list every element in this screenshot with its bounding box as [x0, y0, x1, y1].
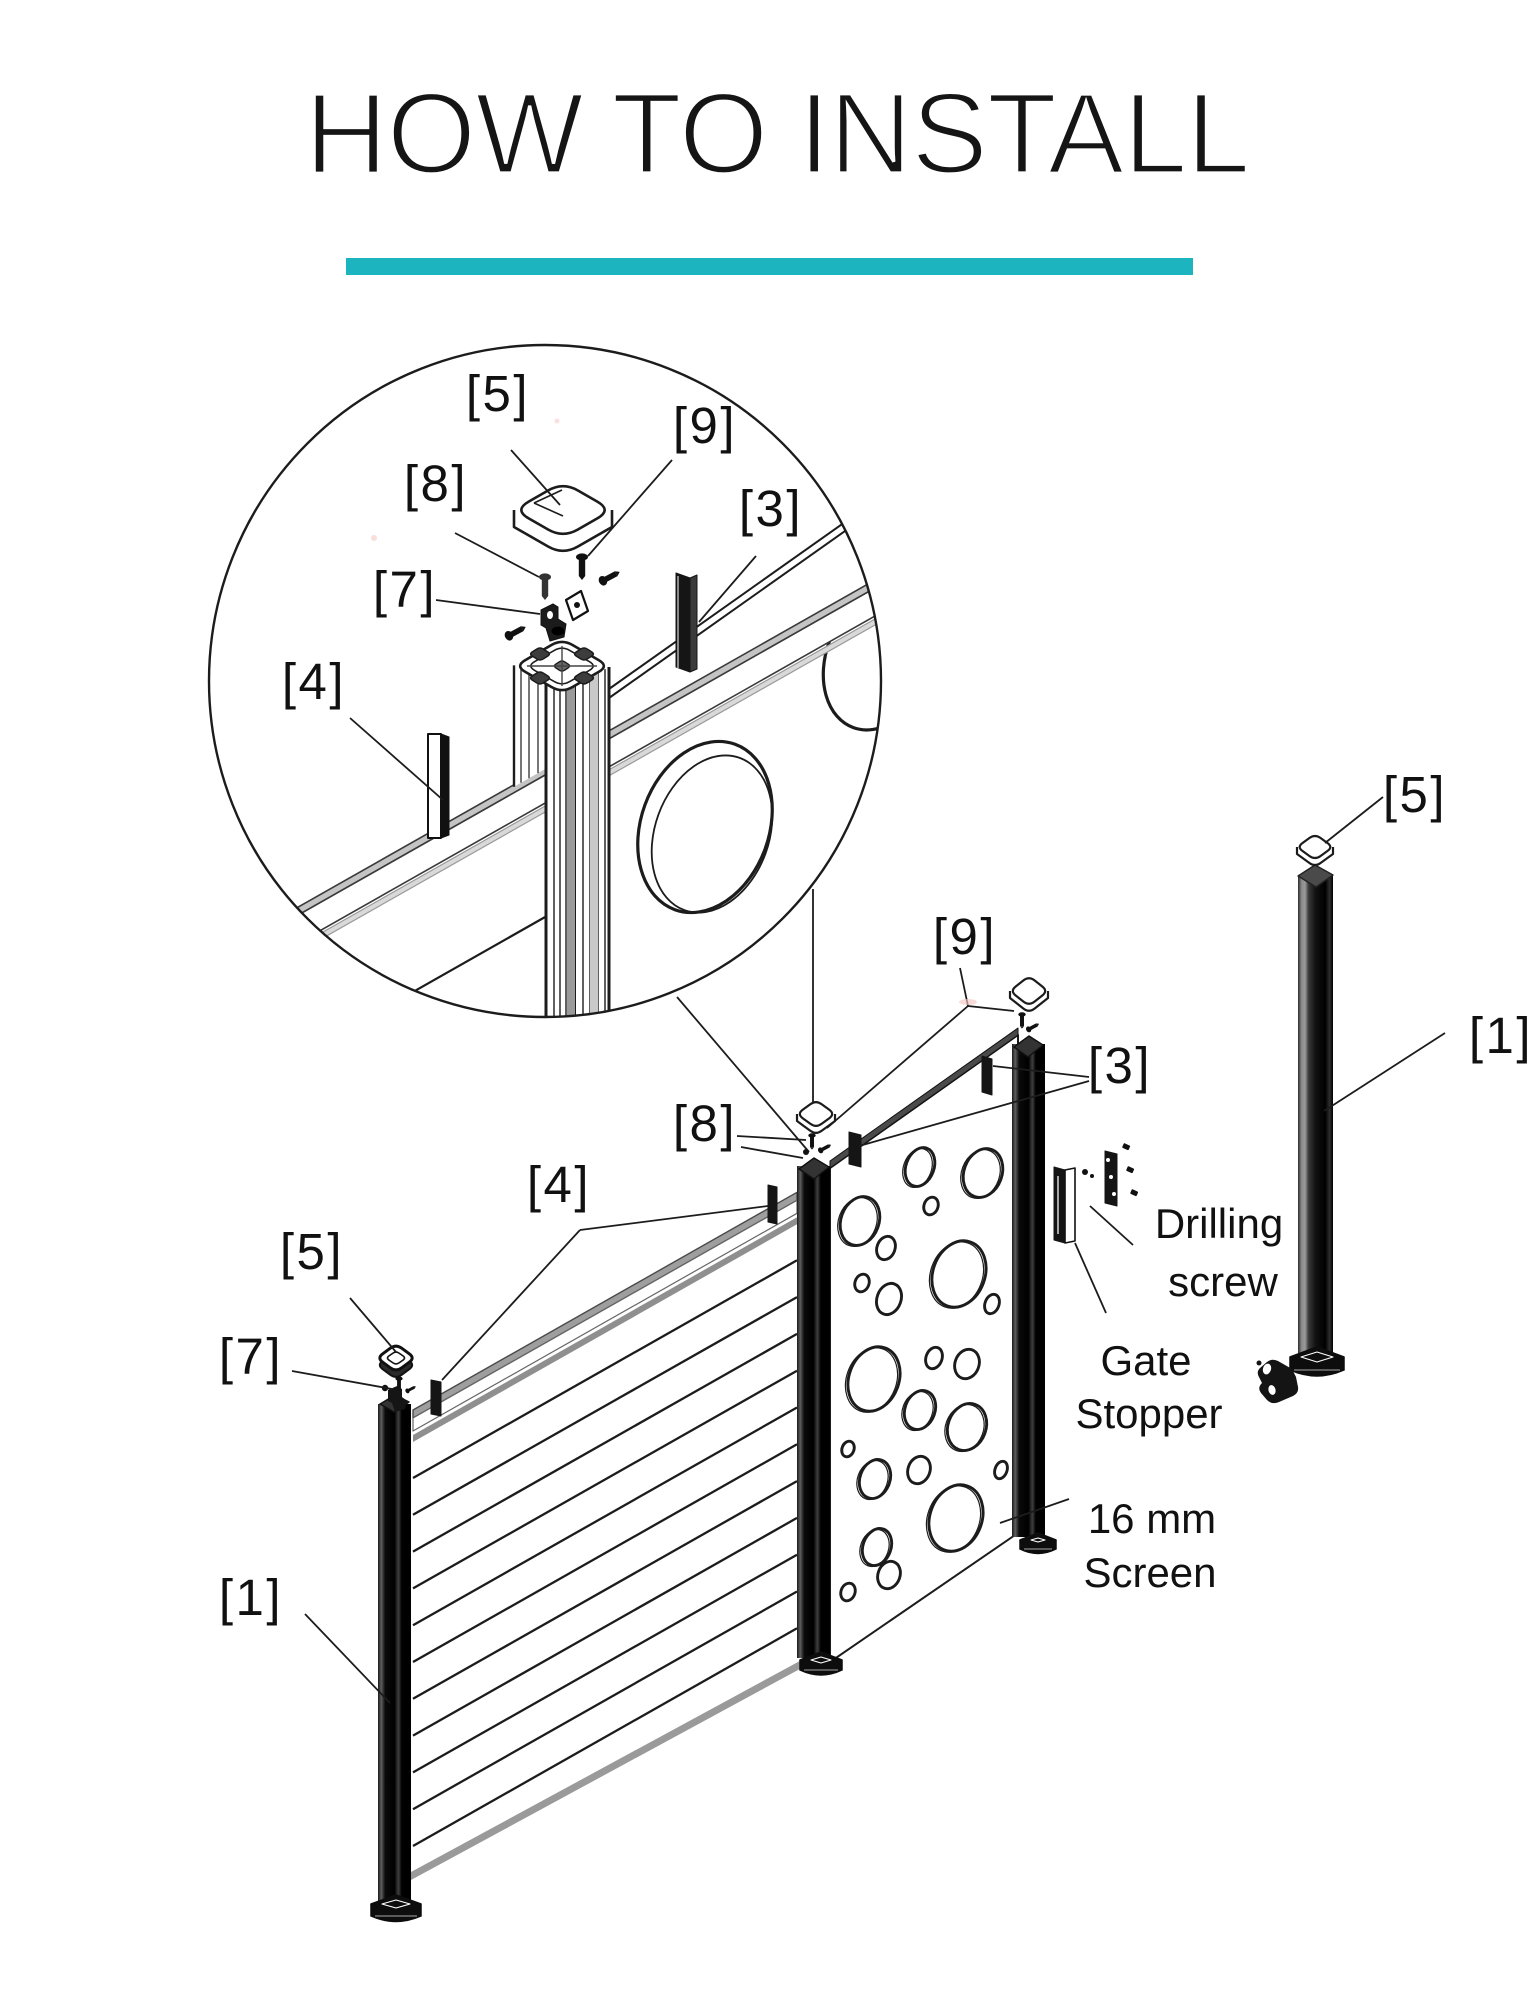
svg-text:[1]: [1]	[219, 1569, 283, 1626]
svg-text:[4]: [4]	[527, 1156, 591, 1213]
svg-text:[1]: [1]	[1469, 1007, 1533, 1064]
svg-text:[5]: [5]	[466, 365, 530, 422]
svg-text:screw: screw	[1168, 1258, 1278, 1305]
svg-text:16 mm: 16 mm	[1088, 1495, 1216, 1542]
svg-text:Drilling: Drilling	[1155, 1200, 1283, 1247]
svg-text:[9]: [9]	[673, 397, 737, 454]
svg-text:[5]: [5]	[1383, 766, 1447, 823]
svg-text:Gate: Gate	[1100, 1337, 1191, 1384]
svg-text:[7]: [7]	[373, 561, 437, 618]
svg-text:[4]: [4]	[282, 653, 346, 710]
svg-text:[3]: [3]	[739, 480, 803, 537]
svg-text:[8]: [8]	[673, 1095, 737, 1152]
svg-text:Stopper: Stopper	[1075, 1390, 1222, 1437]
svg-text:Screen: Screen	[1083, 1549, 1216, 1596]
svg-text:[9]: [9]	[933, 908, 997, 965]
svg-text:[8]: [8]	[404, 455, 468, 512]
svg-text:HOW TO INSTALL: HOW TO INSTALL	[305, 70, 1250, 198]
svg-text:[3]: [3]	[1088, 1037, 1152, 1094]
svg-text:[7]: [7]	[219, 1328, 283, 1385]
svg-text:[5]: [5]	[280, 1223, 344, 1280]
